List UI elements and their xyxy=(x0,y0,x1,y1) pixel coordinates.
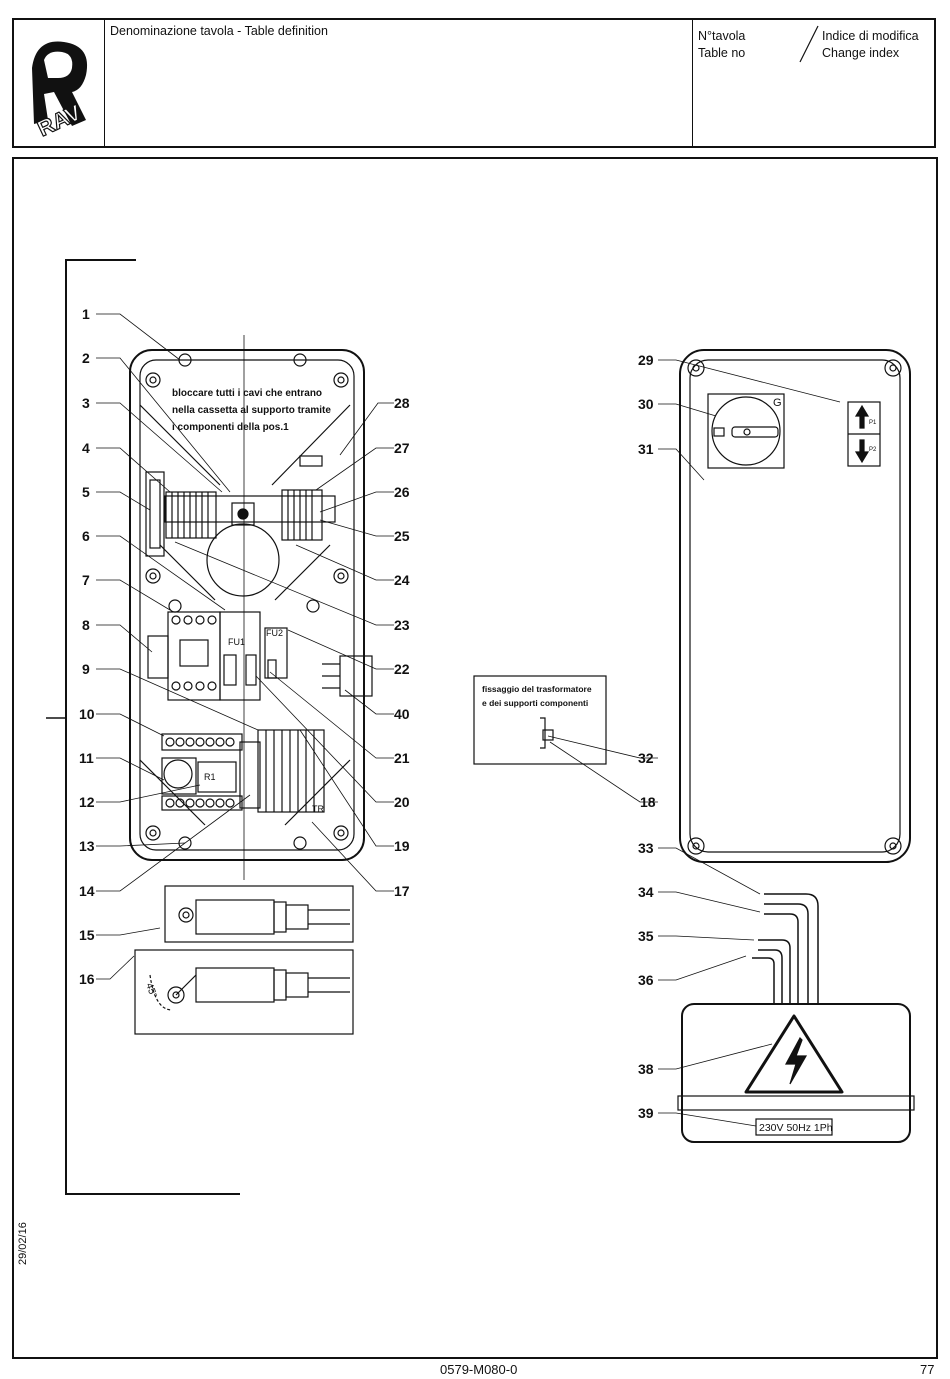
note-line-1: bloccare tutti i cavi che entrano xyxy=(172,388,322,399)
callout-30: 30 xyxy=(638,396,654,412)
g-label: G xyxy=(773,397,782,409)
callout-34: 34 xyxy=(638,884,654,900)
callout-40: 40 xyxy=(394,706,410,722)
company-logo: RAV xyxy=(14,20,105,146)
callout-2: 2 xyxy=(82,350,90,366)
callout-38: 38 xyxy=(638,1061,654,1077)
table-definition-cell: Denominazione tavola - Table definition xyxy=(104,20,693,146)
callout-13: 13 xyxy=(79,838,95,854)
title-block: RAV Denominazione tavola - Table definit… xyxy=(12,18,936,148)
control-box xyxy=(129,335,373,880)
table-number-label-it: N°tavola xyxy=(698,29,746,43)
relay-terminals xyxy=(161,733,243,811)
down-arrow-icon xyxy=(854,439,870,464)
revision-date: 29/02/16 xyxy=(17,1222,29,1265)
rail-detail xyxy=(540,717,554,749)
callout-11: 11 xyxy=(79,750,94,766)
change-index-label-en: Change index xyxy=(822,46,900,60)
callout-1: 1 xyxy=(82,306,90,322)
callout-27: 27 xyxy=(394,440,410,456)
callout-35: 35 xyxy=(638,928,654,944)
table-number-cell: N°tavola Table no xyxy=(698,28,745,62)
limit-switch-15 xyxy=(164,885,354,943)
leader-lines xyxy=(96,313,841,1127)
callout-23: 23 xyxy=(394,617,410,633)
r1-label: R1 xyxy=(204,772,216,782)
callout-16: 16 xyxy=(79,971,95,987)
callout-29: 29 xyxy=(638,352,654,368)
callout-39: 39 xyxy=(638,1105,654,1121)
main-switch-icon xyxy=(707,393,785,469)
callout-21: 21 xyxy=(394,750,410,766)
page-number: 77 xyxy=(920,1362,935,1377)
fuse-holder-fu1 xyxy=(219,611,261,701)
fu2-label: FU2 xyxy=(266,628,283,638)
detail-box xyxy=(473,675,607,765)
callout-32: 32 xyxy=(638,750,654,766)
change-index-label-it: Indice di modifica xyxy=(822,29,919,43)
callout-15: 15 xyxy=(79,927,95,943)
p2-label: P2 xyxy=(869,447,877,453)
change-index-cell: Indice di modifica Change index xyxy=(822,28,919,62)
terminal-block-left xyxy=(165,491,217,539)
callout-6: 6 xyxy=(82,528,90,544)
callout-9: 9 xyxy=(82,661,90,677)
callout-25: 25 xyxy=(394,528,410,544)
cover-box xyxy=(679,349,911,863)
callout-7: 7 xyxy=(82,572,90,588)
callout-8: 8 xyxy=(82,617,90,633)
limit-switch-16 xyxy=(134,949,354,1035)
callout-17: 17 xyxy=(394,883,410,899)
divider-slash xyxy=(799,25,819,63)
callout-19: 19 xyxy=(394,838,410,854)
drawing-frame xyxy=(12,157,938,1359)
contactor xyxy=(147,611,221,701)
callout-31: 31 xyxy=(638,441,654,457)
rav-logo-icon: RAV xyxy=(32,41,88,142)
note-line-3: i componenti della pos.1 xyxy=(172,422,289,433)
angle-label: 45° xyxy=(143,982,159,1000)
up-arrow-icon xyxy=(854,404,870,429)
callout-5: 5 xyxy=(82,484,90,500)
callout-36: 36 xyxy=(638,972,654,988)
note-line-2: nella cassetta al supporto tramite xyxy=(172,405,331,416)
high-voltage-warning-icon xyxy=(744,1014,844,1094)
callout-4: 4 xyxy=(82,440,90,456)
callout-3: 3 xyxy=(82,395,90,411)
callout-20: 20 xyxy=(394,794,410,810)
pushbutton-panel xyxy=(847,401,881,467)
voltage-label: 230V 50Hz 1Ph xyxy=(759,1122,833,1134)
callout-10: 10 xyxy=(79,706,95,722)
fu1-label: FU1 xyxy=(228,637,245,647)
callout-12: 12 xyxy=(79,794,95,810)
table-number-label-en: Table no xyxy=(698,46,746,60)
power-box xyxy=(677,1003,915,1143)
detail-note-line-1: fissaggio del trasformatore xyxy=(482,684,592,694)
callout-26: 26 xyxy=(394,484,410,500)
callout-18: 18 xyxy=(640,794,656,810)
callout-22: 22 xyxy=(394,661,410,677)
terminal-block-right xyxy=(281,489,323,541)
callout-28: 28 xyxy=(394,395,410,411)
tr-label: TR xyxy=(312,804,324,814)
callout-33: 33 xyxy=(638,840,654,856)
p1-label: P1 xyxy=(869,420,877,426)
power-cables xyxy=(752,893,819,1004)
document-number: 0579-M080-0 xyxy=(440,1362,518,1377)
corner-screw-icon xyxy=(145,353,349,850)
left-bracket xyxy=(46,259,240,1195)
voltage-label-plate xyxy=(755,1118,833,1136)
detail-note-line-2: e dei supporti componenti xyxy=(482,698,588,708)
table-definition-label: Denominazione tavola - Table definition xyxy=(110,24,328,38)
callout-24: 24 xyxy=(394,572,410,588)
transformer xyxy=(239,729,325,813)
callout-14: 14 xyxy=(79,883,95,899)
